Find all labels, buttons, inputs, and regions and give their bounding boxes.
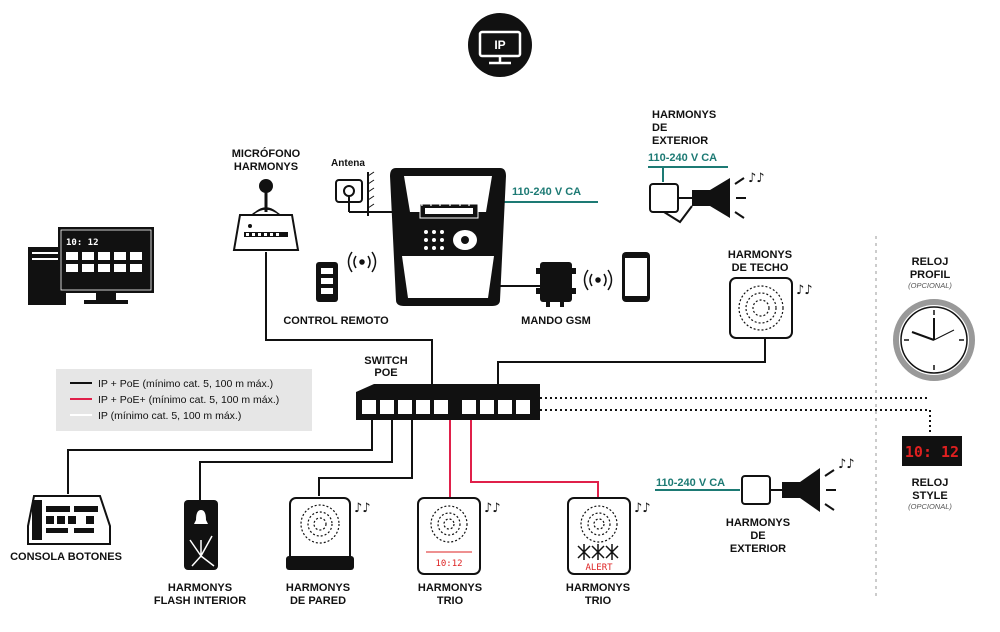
microphone-label-2: HARMONYS bbox=[234, 161, 298, 173]
clock-style-label-2: STYLE bbox=[912, 490, 947, 502]
clock-style: 10: 12 RELOJ STYLE (OPCIONAL) bbox=[902, 436, 962, 511]
music-note-icon: ♪♪ bbox=[748, 171, 765, 186]
exterior-bottom-label-2: DE bbox=[750, 530, 765, 542]
flash-interior-device: HARMONYS FLASH INTERIOR bbox=[154, 500, 246, 607]
clock-profil-label-1: RELOJ bbox=[912, 256, 949, 268]
flash-label-1: HARMONYS bbox=[168, 582, 232, 594]
line-flash bbox=[199, 418, 393, 500]
line-trio-2 bbox=[470, 420, 599, 498]
music-note-icon: ♪♪ bbox=[796, 283, 813, 298]
switch-label-2: POE bbox=[374, 367, 397, 379]
legend: IP + PoE (mínimo cat. 5, 100 m máx.) IP … bbox=[56, 369, 312, 431]
exterior-bottom-label-1: HARMONYS bbox=[726, 517, 790, 529]
ip-network-icon: IP bbox=[468, 13, 532, 77]
wall-label-1: HARMONYS bbox=[286, 582, 350, 594]
gsm-device: MANDO GSM bbox=[521, 252, 650, 327]
ceiling-label-1: HARMONYS bbox=[728, 249, 792, 261]
trio-2-display: ALERT bbox=[585, 563, 613, 573]
legend-item-poe: IP + PoE (mínimo cat. 5, 100 m máx.) bbox=[98, 378, 273, 390]
exterior-top-voltage: 110-240 V CA bbox=[648, 152, 717, 164]
exterior-top-label-3: EXTERIOR bbox=[652, 135, 708, 147]
console-label: CONSOLA BOTONES bbox=[10, 551, 122, 563]
flash-icon bbox=[577, 544, 619, 560]
music-note-icon: ♪♪ bbox=[634, 501, 651, 516]
ceiling-speaker: HARMONYS DE TECHO ♪♪ bbox=[728, 249, 813, 339]
clock-profil: RELOJ PROFIL (OPCIONAL) bbox=[893, 256, 975, 381]
clock-style-label-1: RELOJ bbox=[912, 477, 949, 489]
music-note-icon: ♪♪ bbox=[354, 501, 371, 516]
ceiling-label-2: DE TECHO bbox=[732, 262, 789, 274]
remote-control-device: CONTROL REMOTO bbox=[283, 251, 389, 327]
line-wall bbox=[318, 418, 413, 496]
clock-style-optional: (OPCIONAL) bbox=[908, 502, 952, 511]
switch-label-1: SWITCH bbox=[364, 355, 407, 367]
trio-speaker-1: 10:12 ♪♪ HARMONYS TRIO bbox=[417, 497, 501, 607]
trio-2-label-2: TRIO bbox=[585, 595, 612, 607]
main-unit-voltage: 110-240 V CA bbox=[512, 186, 581, 198]
legend-item-poe-plus: IP + PoE+ (mínimo cat. 5, 100 m máx.) bbox=[98, 394, 279, 406]
wall-label-2: DE PARED bbox=[290, 595, 346, 607]
trio-1-label-1: HARMONYS bbox=[418, 582, 482, 594]
remote-control-label: CONTROL REMOTO bbox=[283, 315, 389, 327]
microphone-label-1: MICRÓFONO bbox=[232, 147, 301, 160]
microphone-device: MICRÓFONO HARMONYS bbox=[232, 147, 301, 251]
exterior-bottom-label-3: EXTERIOR bbox=[730, 543, 786, 555]
wireless-icon bbox=[347, 251, 377, 273]
exterior-bottom-voltage: 110-240 V CA bbox=[656, 477, 725, 489]
clock-profil-label-2: PROFIL bbox=[910, 269, 951, 281]
gsm-label: MANDO GSM bbox=[521, 315, 591, 327]
legend-item-ip: IP (mínimo cat. 5, 100 m máx.) bbox=[98, 410, 241, 422]
music-note-icon: ♪♪ bbox=[484, 501, 501, 516]
exterior-speaker-top: HARMONYS DE EXTERIOR 110-240 V CA ♪♪ bbox=[648, 109, 765, 224]
ip-label: IP bbox=[494, 38, 505, 52]
exterior-top-label-2: DE bbox=[652, 122, 667, 134]
line-console bbox=[67, 418, 373, 494]
wall-speaker: ♪♪ HARMONYS DE PARED bbox=[286, 497, 371, 607]
line-ceiling-switch bbox=[497, 338, 766, 385]
poe-switch: SWITCH POE bbox=[356, 355, 540, 420]
clock-profil-optional: (OPCIONAL) bbox=[908, 281, 952, 290]
wireless-icon bbox=[583, 269, 613, 291]
exterior-speaker-bottom: 110-240 V CA ♪♪ HARMONYS DE EXTERIOR bbox=[656, 457, 855, 555]
exterior-top-label-1: HARMONYS bbox=[652, 109, 716, 121]
line-clock-style bbox=[540, 409, 931, 432]
flash-label-2: FLASH INTERIOR bbox=[154, 595, 246, 607]
antenna-label: Antena bbox=[331, 158, 365, 169]
pc-screen-time: 10: 12 bbox=[66, 238, 99, 248]
trio-1-label-2: TRIO bbox=[437, 595, 464, 607]
line-microphone-switch bbox=[265, 252, 433, 385]
antenna-device: Antena bbox=[331, 158, 392, 216]
music-note-icon: ♪♪ bbox=[838, 457, 855, 472]
trio-speaker-2: ALERT ♪♪ HARMONYS TRIO bbox=[566, 497, 651, 607]
bell-icon bbox=[194, 510, 208, 524]
clock-style-display: 10: 12 bbox=[905, 443, 959, 461]
central-unit bbox=[390, 168, 506, 306]
trio-1-display: 10:12 bbox=[435, 559, 462, 569]
button-console: CONSOLA BOTONES bbox=[10, 495, 122, 563]
pc-workstation-icon: 10: 12 bbox=[28, 227, 154, 305]
trio-2-label-1: HARMONYS bbox=[566, 582, 630, 594]
connections bbox=[67, 166, 931, 600]
